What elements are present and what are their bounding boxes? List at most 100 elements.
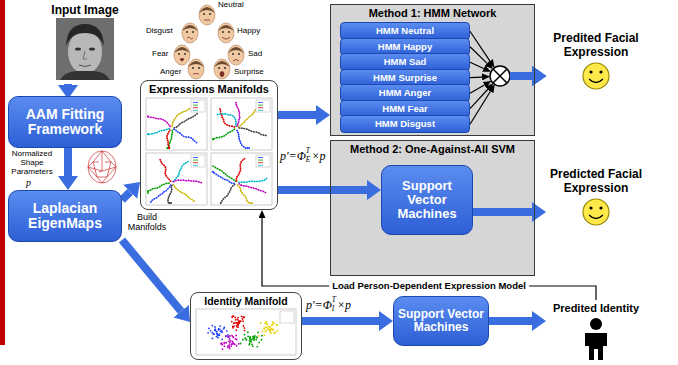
manifold-plot [247, 336, 249, 338]
flow-arrow [68, 84, 69, 85]
manifold-plot [181, 167, 183, 169]
manifold-plot [191, 199, 193, 201]
manifold-plot [211, 332, 213, 334]
combiner-symbol [490, 66, 510, 86]
manifold-plot [154, 187, 156, 189]
manifold-plot [258, 132, 260, 134]
manifold-plot [238, 127, 240, 129]
manifold-plot [152, 188, 154, 190]
manifold-plot [233, 128, 235, 130]
manifold-plot [231, 182, 233, 184]
manifold-plot [212, 139, 214, 141]
manifold-plot [266, 178, 268, 180]
process-box: AAM Fitting Framework [8, 96, 122, 148]
manifold-plot [235, 102, 237, 104]
manifold-plot [225, 335, 227, 337]
manifold-plot [228, 181, 230, 183]
manifold-plot [172, 180, 174, 182]
manifold-plot [244, 196, 246, 198]
block-arrow [278, 111, 316, 119]
manifold-plot [257, 189, 259, 191]
manifold-plot [158, 118, 160, 120]
manifold-plot [256, 346, 258, 348]
formula-part: p'=Φ [280, 150, 306, 163]
manifold-plot [264, 179, 266, 181]
manifold-plot [229, 335, 231, 337]
manifold-plot [229, 176, 231, 178]
manifold-plot [219, 113, 221, 115]
manifold-plot [149, 133, 151, 135]
manifold-plot [229, 131, 231, 133]
manifold-plot [239, 163, 241, 165]
expression-name: Neutral [218, 1, 244, 10]
block-arrow [510, 72, 532, 80]
manifold-plot [265, 331, 267, 333]
manifold-plot [247, 202, 249, 204]
manifold-plot [149, 189, 151, 191]
manifold-plot [217, 337, 219, 339]
manifold-plot [256, 180, 258, 182]
smiley-icon [589, 79, 603, 83]
manifold-plot [185, 136, 187, 138]
manifold-plot [194, 114, 196, 116]
expression-face [188, 59, 204, 79]
manifold-plot [235, 123, 237, 125]
manifold-plot [236, 345, 238, 347]
manifold-plot [146, 153, 207, 205]
manifold-plot [239, 184, 265, 193]
manifold-plot [248, 186, 250, 188]
svm-box: Support Vector Machines [381, 165, 473, 235]
smiley-icon [589, 206, 592, 209]
manifold-plot [238, 138, 240, 140]
method-panel: Method 1: HMM NetworkHMM NeutralHMM Happ… [330, 4, 535, 136]
manifold-plot [235, 121, 237, 123]
block-arrow [510, 72, 532, 80]
manifold-plot [164, 166, 166, 168]
manifold-plot [237, 131, 239, 133]
manifold-plot [246, 200, 248, 202]
manifold-plot [239, 128, 266, 135]
manifold-plot [217, 113, 219, 115]
manifold-plot [231, 343, 233, 345]
manifold-plot [239, 188, 241, 190]
manifold-plot [237, 322, 239, 324]
manifold-plot [176, 115, 178, 117]
manifold-plot [226, 175, 228, 177]
manifold-plot [193, 105, 198, 106]
manifold-plot [219, 325, 221, 327]
manifold-plot [256, 131, 258, 133]
manifold-plot [161, 163, 163, 165]
manifold-plot [244, 334, 246, 336]
manifold-plot [171, 187, 173, 189]
manifold-plot [239, 321, 241, 323]
smiley-icon [583, 199, 609, 225]
node-title: Predited Facial Expression [546, 30, 646, 60]
manifold-plot [223, 343, 225, 345]
manifold-plot [175, 129, 177, 131]
manifold-plot [218, 334, 220, 336]
manifold-plot [232, 342, 234, 344]
manifold-plot [168, 147, 170, 149]
face-photo [66, 24, 104, 46]
manifold-plot [151, 185, 171, 202]
manifold-plot [236, 178, 238, 180]
manifold-plot [170, 202, 172, 204]
manifold-plot [166, 129, 168, 131]
expression-face [182, 23, 198, 43]
manifold-plot [173, 184, 175, 186]
smiley-icon [599, 70, 602, 73]
manifold-panel: Identity Manifold [190, 292, 302, 360]
manifold-plot [162, 193, 164, 195]
expression-face [218, 23, 234, 43]
manifold-plot [248, 116, 250, 118]
manifold-plot [168, 178, 170, 180]
manifold-plot [223, 135, 225, 137]
panel-ground [330, 4, 535, 136]
manifold-plot [264, 192, 266, 194]
manifold-plot [243, 185, 245, 187]
expression-face [192, 67, 194, 69]
block-arrow [122, 192, 130, 200]
manifold-plot [221, 338, 223, 340]
expression-face [224, 67, 226, 69]
manifold-plot [200, 182, 202, 184]
